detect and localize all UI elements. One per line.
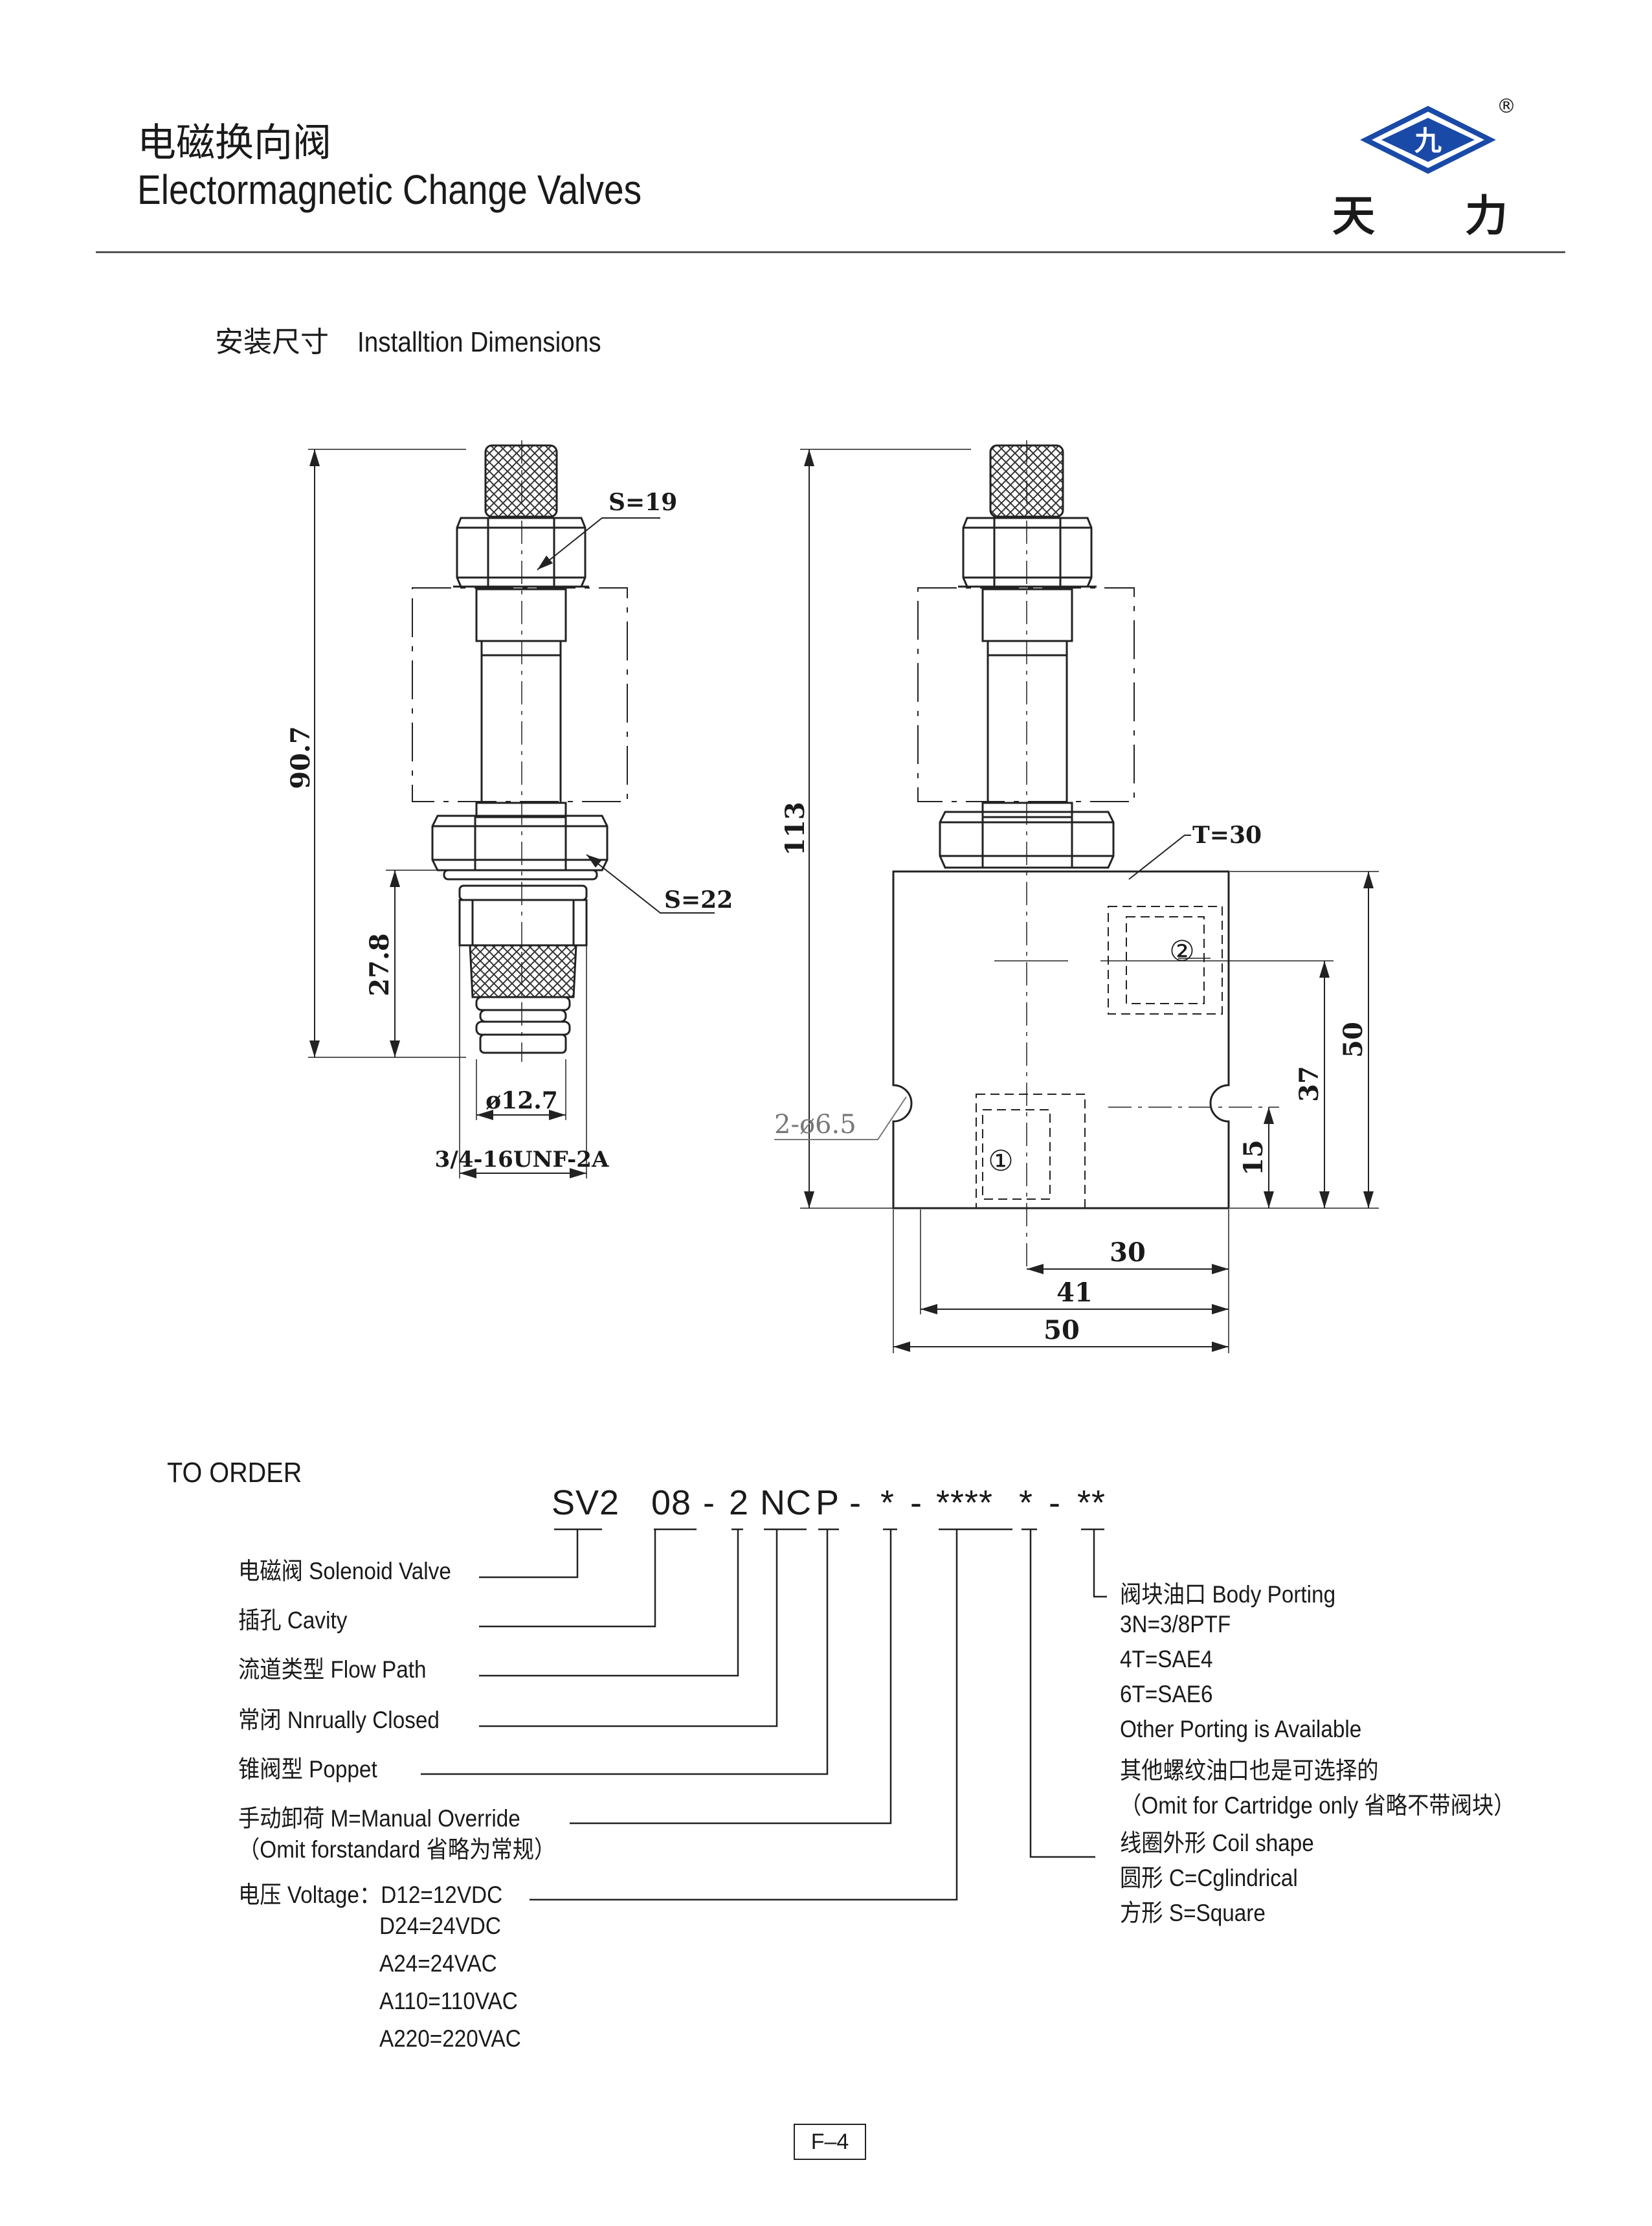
label-voltage-d24: D24=24VDC (379, 1913, 501, 1939)
dim-37-label: 37 (1294, 1066, 1324, 1102)
code-flow-path: 2 (729, 1483, 750, 1522)
label-porting-3n: 3N=3/8PTF (1120, 1611, 1231, 1637)
label-coil-shape: 线圈外形 Coil shape (1120, 1830, 1314, 1856)
code-normally-closed: NC (760, 1483, 812, 1522)
label-poppet: 锥阀型 Poppet (238, 1756, 377, 1782)
code-dash-1: - (703, 1483, 715, 1522)
code-voltage: **** (936, 1483, 994, 1522)
thread-label: 3/4-16UNF-2A (435, 1147, 609, 1173)
order-title: TO ORDER (167, 1457, 302, 1489)
title-chinese: 电磁换向阀 (137, 121, 331, 164)
order-code-connectors (421, 1528, 1107, 1901)
code-cavity: 08 (651, 1483, 692, 1522)
brand-logo-icon: 九 ® (1360, 97, 1515, 174)
port-1-label: ① (988, 1145, 1013, 1178)
dim-30-label: 30 (1110, 1237, 1146, 1268)
label-coil-square: 方形 S=Square (1120, 1900, 1266, 1926)
label-manual-override-note: （Omit forstandard 省略为常规） (238, 1836, 556, 1863)
dim-total-left: 90.7 (285, 726, 316, 789)
label-manual-override: 手动卸荷 M=Manual Override (238, 1805, 520, 1832)
code-dash-4: - (1049, 1483, 1061, 1522)
label-flow-path: 流道类型 Flow Path (238, 1656, 427, 1683)
right-block-view (774, 440, 1379, 1353)
code-dash-2: - (849, 1483, 862, 1522)
code-coil-shape: * (1019, 1483, 1034, 1522)
brand-name: 天 力 (1332, 190, 1545, 241)
left-cartridge-view (308, 440, 715, 1178)
header-divider (96, 251, 1565, 253)
label-coil-cylindrical: 圆形 C=Cglindrical (1120, 1865, 1298, 1891)
dim-50-label: 50 (1044, 1315, 1080, 1345)
hex-bottom-label: S=22 (664, 886, 733, 914)
thickness-label: T=30 (1192, 822, 1262, 849)
label-other-porting-cn: 其他螺纹油口也是可选择的 (1120, 1757, 1379, 1784)
section-title-en: Installtion Dimensions (357, 326, 601, 358)
dim-lower-left: 27.8 (364, 933, 395, 996)
label-solenoid-valve: 电磁阀 Solenoid Valve (238, 1558, 451, 1584)
label-porting-6t: 6T=SAE6 (1120, 1681, 1213, 1707)
code-poppet: P (816, 1483, 840, 1522)
label-voltage-a110: A110=110VAC (379, 1988, 518, 2014)
code-body-porting: ** (1077, 1483, 1106, 1522)
label-other-porting: Other Porting is Available (1120, 1716, 1362, 1742)
label-body-porting: 阀块油口 Body Porting (1120, 1581, 1336, 1608)
section-title-cn: 安装尺寸 (215, 326, 329, 358)
page-number: F–4 (794, 2124, 866, 2160)
label-porting-4t: 4T=SAE4 (1120, 1646, 1213, 1672)
dim-height-label: 50 (1338, 1022, 1368, 1058)
label-voltage-a24: A24=24VAC (379, 1950, 497, 1977)
title-english: Electormagnetic Change Valves (137, 166, 642, 213)
port-2-label: ② (1169, 935, 1194, 968)
section-title: 安装尺寸 Installtion Dimensions (215, 319, 634, 360)
label-normally-closed: 常闭 Nnrually Closed (238, 1707, 440, 1733)
code-dash-3: - (910, 1483, 922, 1522)
dim-15-label: 15 (1238, 1140, 1269, 1176)
code-series: SV2 (552, 1483, 620, 1522)
dim-total-right: 113 (780, 802, 810, 856)
label-cavity: 插孔 Cavity (238, 1607, 348, 1634)
dim-41-label: 41 (1056, 1277, 1093, 1308)
code-manual-override: * (880, 1483, 895, 1522)
label-omit-cartridge: （Omit for Cartridge only 省略不带阀块） (1120, 1792, 1515, 1819)
logo-glyph: 九 (1414, 125, 1442, 157)
holes-label: 2-ø6.5 (774, 1110, 856, 1140)
registered-mark: ® (1497, 97, 1515, 118)
hex-top-label: S=19 (608, 489, 677, 516)
diameter-label: ø12.7 (486, 1087, 558, 1114)
label-voltage: 电压 Voltage：D12=12VDC (238, 1882, 503, 1908)
label-voltage-a220: A220=220VAC (379, 2025, 521, 2052)
